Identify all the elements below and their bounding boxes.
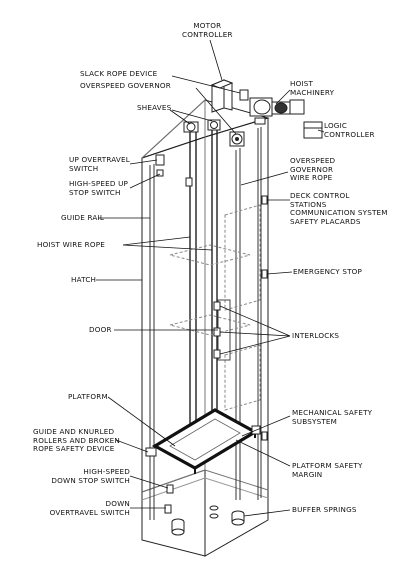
leader-lines xyxy=(96,39,325,517)
label-mechanical-safety-subsystem: MECHANICAL SAFETY SUBSYSTEM xyxy=(292,408,373,426)
governor-wire-rope xyxy=(235,148,241,500)
label-guide-rail: GUIDE RAIL xyxy=(61,213,105,222)
label-platform-safety-margin: PLATFORM SAFETY MARGIN xyxy=(292,461,363,479)
hoist-wire-ropes xyxy=(189,127,218,440)
label-emergency-stop: EMERGENCY STOP xyxy=(293,267,363,276)
label-guide-and-knurled-rollers: GUIDE AND KNURLED ROLLERS AND BROKEN ROP… xyxy=(33,427,120,454)
label-logic-controller: LOGIC CONTROLLER xyxy=(324,121,375,139)
guide-rails xyxy=(149,127,262,520)
label-hoist-machinery: HOIST MACHINERY xyxy=(290,79,335,97)
label-overspeed-governor: OVERSPEED GOVERNOR xyxy=(80,81,171,90)
label-door: DOOR xyxy=(89,325,112,334)
hatchway-outline xyxy=(141,99,270,557)
label-high-speed-down-stop-switch: HIGH-SPEED DOWN STOP SWITCH xyxy=(51,467,130,485)
hatch-panels xyxy=(169,204,261,411)
logic-controller-box xyxy=(303,121,323,139)
label-interlocks: INTERLOCKS xyxy=(292,331,340,340)
label-slack-rope-device: SLACK ROPE DEVICE xyxy=(80,69,158,78)
label-platform: PLATFORM xyxy=(68,392,108,401)
buffer-springs xyxy=(171,505,245,536)
label-motor-controller: MOTOR CONTROLLER xyxy=(182,21,233,39)
down-switches xyxy=(164,484,174,514)
sheaves xyxy=(183,119,221,133)
label-communication-system: COMMUNICATION SYSTEM xyxy=(290,208,388,217)
hoist-machinery xyxy=(249,97,305,125)
label-down-overtravel-switch: DOWN OVERTRAVEL SWITCH xyxy=(49,499,130,517)
label-hoist-wire-rope: HOIST WIRE ROPE xyxy=(37,240,105,249)
label-overspeed-governor-wire-rope: OVERSPEED GOVERNOR WIRE ROPE xyxy=(290,156,336,183)
up-switches xyxy=(155,154,193,187)
label-up-overtravel-switch: UP OVERTRAVEL SWITCH xyxy=(69,155,130,173)
label-safety-placards: SAFETY PLACARDS xyxy=(290,217,361,226)
label-deck-control-stations: DECK CONTROL STATIONS xyxy=(290,191,350,209)
overspeed-governor-unit xyxy=(229,131,245,147)
motor-controller-box xyxy=(210,79,234,113)
slack-rope-device xyxy=(239,89,249,101)
label-buffer-springs: BUFFER SPRINGS xyxy=(292,505,357,514)
label-high-speed-up-stop-switch: HIGH-SPEED UP STOP SWITCH xyxy=(69,179,129,197)
deck-control-stations xyxy=(261,195,268,441)
label-sheaves: SHEAVES xyxy=(137,103,172,112)
label-hatch: HATCH xyxy=(71,275,97,284)
